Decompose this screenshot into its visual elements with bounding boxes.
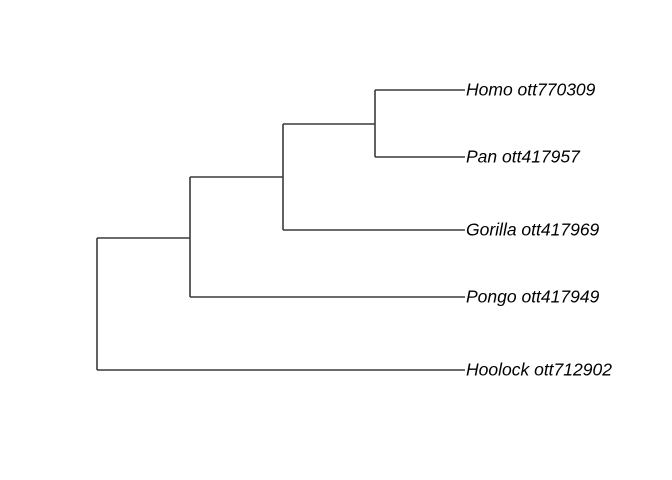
branches-group — [96, 89, 465, 371]
tip-label-pongo: Pongo ott417949 — [466, 287, 600, 307]
tip-label-hoolock: Hoolock ott712902 — [466, 360, 612, 380]
tip-label-pan: Pan ott417957 — [466, 147, 581, 167]
tip-label-homo: Homo ott770309 — [466, 80, 596, 100]
tip-label-gorilla: Gorilla ott417969 — [466, 220, 600, 240]
